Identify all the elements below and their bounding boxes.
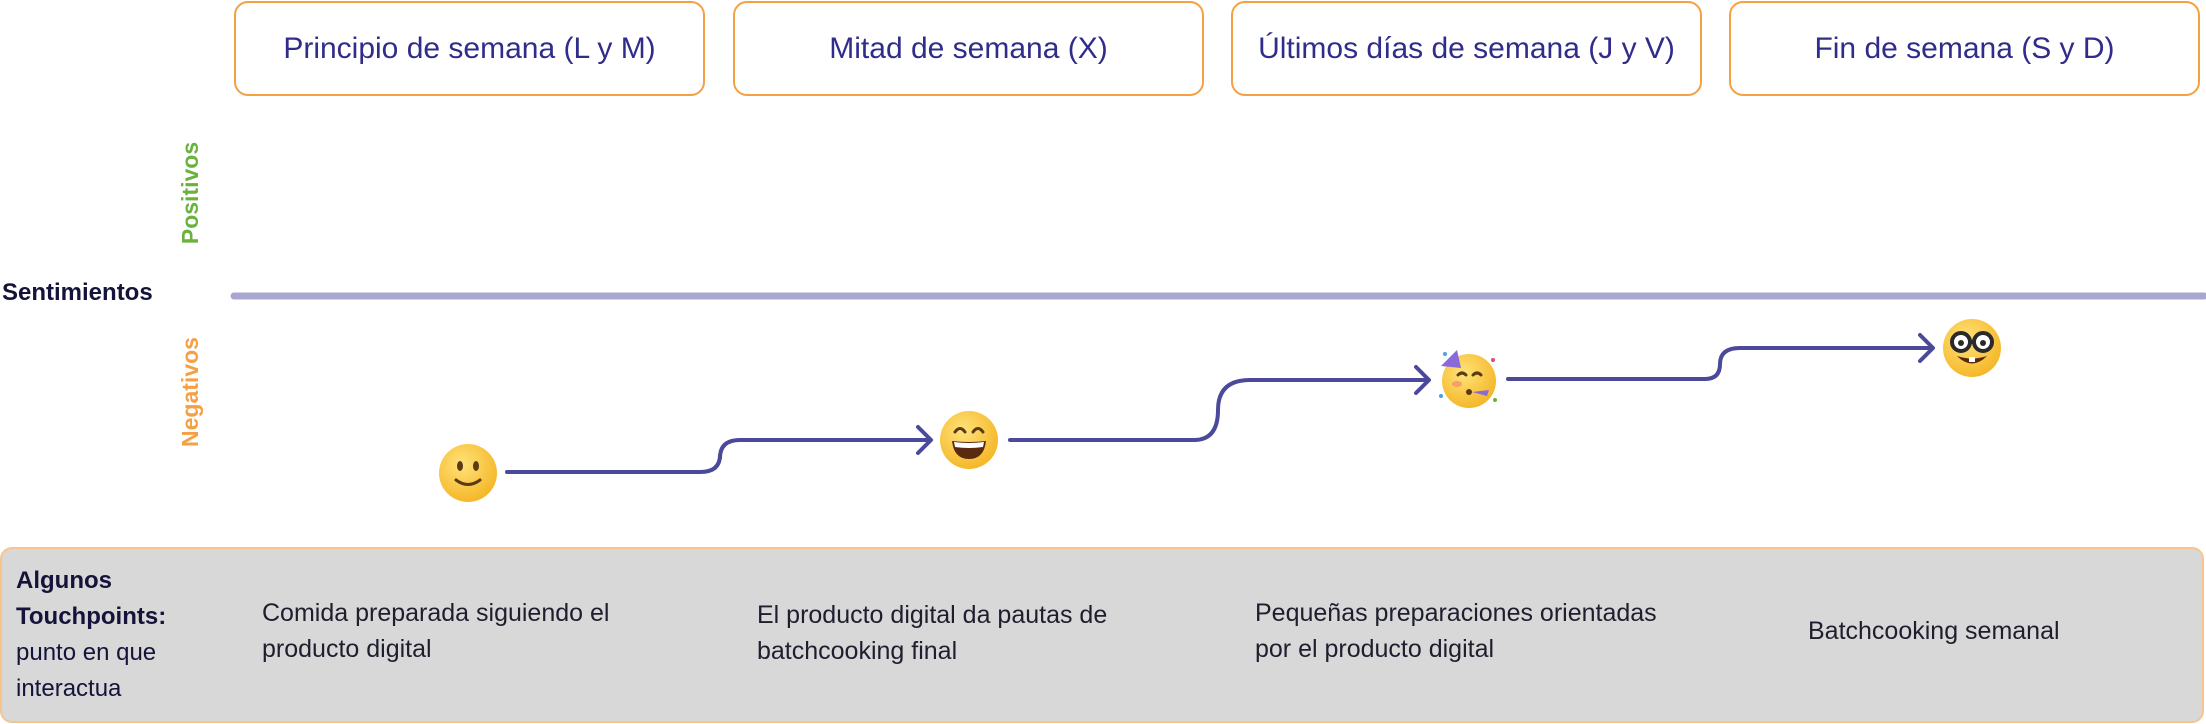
- phase-header-weekend: Fin de semana (S y D): [1729, 1, 2200, 96]
- grinning-face-icon: [940, 411, 998, 469]
- phase-header-mid-week: Mitad de semana (X): [733, 1, 1204, 96]
- phase-header-start-of-week: Principio de semana (L y M): [234, 1, 705, 96]
- touchpoint-mid-week: El producto digital da pautas de batchco…: [757, 601, 1108, 665]
- partying-face-icon: [1439, 350, 1497, 408]
- feelings-label: Sentimientos: [2, 279, 153, 306]
- journey-arrowhead-1: [916, 425, 933, 455]
- emotion-journey-diagram: [230, 292, 2206, 474]
- touchpoint-start-of-week: Comida preparada siguiendo el producto d…: [262, 599, 610, 663]
- touchpoints-header: Algunos Touchpoints: punto en que intera…: [16, 563, 206, 707]
- journey-path-1: [505, 438, 932, 474]
- journey-arrowhead-3: [1918, 333, 1935, 363]
- slightly-smiling-face-icon: [439, 444, 497, 502]
- touchpoint-late-week: Pequeñas preparaciones orientadas por el…: [1255, 599, 1657, 663]
- phase-header-late-week: Últimos días de semana (J y V): [1231, 1, 1702, 96]
- touchpoints-header-subtitle: punto en que interactua: [16, 639, 157, 702]
- journey-path-3: [1506, 346, 1934, 381]
- nerd-face-icon: [1943, 319, 2001, 377]
- touchpoint-weekend: Batchcooking semanal: [1808, 617, 2060, 645]
- touchpoints-header-title: Algunos Touchpoints:: [16, 567, 167, 630]
- touchpoints-panel: Algunos Touchpoints: punto en que intera…: [0, 547, 2204, 723]
- journey-arrowhead-2: [1414, 365, 1431, 395]
- journey-path-2: [1008, 378, 1430, 442]
